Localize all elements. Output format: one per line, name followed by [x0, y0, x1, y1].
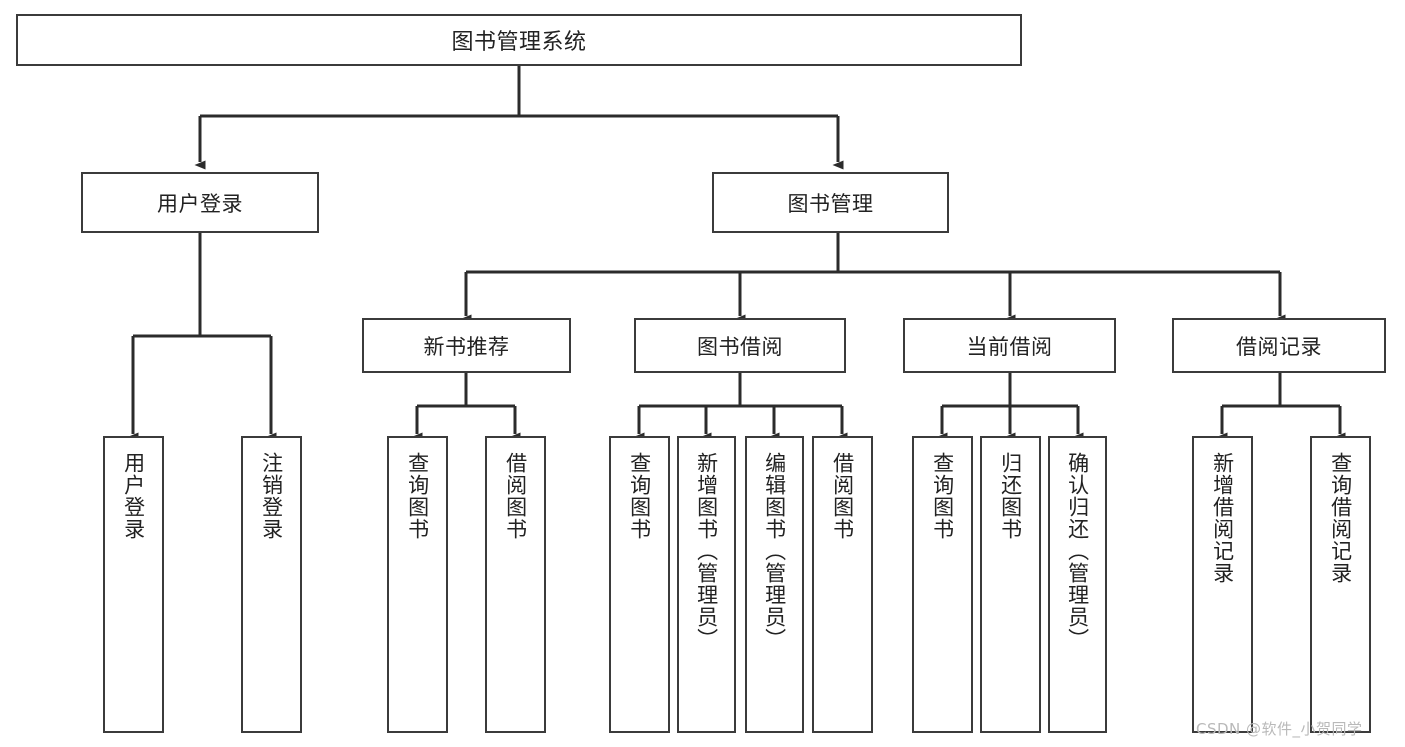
node-user-login-label: 用户登录	[157, 191, 243, 216]
node-leaf-query-book-3[interactable]: 查询图书	[912, 436, 973, 733]
node-leaf-return-book-label: 归还图书	[998, 452, 1023, 540]
node-leaf-borrow-book-1[interactable]: 借阅图书	[485, 436, 546, 733]
node-leaf-add-record-label: 新增借阅记录	[1210, 452, 1235, 584]
node-leaf-add-record[interactable]: 新增借阅记录	[1192, 436, 1253, 733]
watermark: CSDN @软件_小贺同学	[1196, 720, 1363, 738]
node-book-borrow-label: 图书借阅	[697, 334, 783, 359]
node-leaf-borrow-book-1-label: 借阅图书	[503, 452, 528, 540]
node-book-manage[interactable]: 图书管理	[712, 172, 949, 233]
node-leaf-query-book-1-label: 查询图书	[405, 452, 430, 540]
node-current-borrow-label: 当前借阅	[966, 334, 1053, 359]
node-book-manage-label: 图书管理	[787, 191, 874, 216]
node-leaf-query-record-label: 查询借阅记录	[1328, 452, 1353, 584]
node-leaf-query-book-2[interactable]: 查询图书	[609, 436, 670, 733]
node-root-label: 图书管理系统	[451, 30, 587, 55]
node-borrow-record-label: 借阅记录	[1236, 334, 1322, 359]
node-leaf-query-book-2-label: 查询图书	[627, 452, 652, 540]
node-root[interactable]: 图书管理系统	[16, 14, 1022, 66]
node-leaf-edit-book[interactable]: 编辑图书（管理员）	[745, 436, 804, 733]
node-leaf-confirm-return[interactable]: 确认归还（管理员）	[1048, 436, 1107, 733]
node-leaf-user-login[interactable]: 用户登录	[103, 436, 164, 733]
node-leaf-borrow-book-2-label: 借阅图书	[830, 452, 855, 540]
node-borrow-record[interactable]: 借阅记录	[1172, 318, 1386, 373]
node-leaf-logout[interactable]: 注销登录	[241, 436, 302, 733]
node-leaf-add-book-label: 新增图书（管理员）	[694, 452, 719, 650]
node-leaf-borrow-book-2[interactable]: 借阅图书	[812, 436, 873, 733]
node-book-borrow[interactable]: 图书借阅	[634, 318, 846, 373]
node-leaf-user-login-label: 用户登录	[121, 452, 146, 540]
node-leaf-confirm-return-label: 确认归还（管理员）	[1065, 452, 1090, 650]
node-leaf-logout-label: 注销登录	[259, 452, 284, 540]
node-leaf-return-book[interactable]: 归还图书	[980, 436, 1041, 733]
node-leaf-edit-book-label: 编辑图书（管理员）	[762, 452, 787, 650]
node-new-book-rec-label: 新书推荐	[423, 334, 510, 359]
node-leaf-add-book[interactable]: 新增图书（管理员）	[677, 436, 736, 733]
node-current-borrow[interactable]: 当前借阅	[903, 318, 1116, 373]
node-new-book-rec[interactable]: 新书推荐	[362, 318, 571, 373]
node-leaf-query-book-3-label: 查询图书	[930, 452, 955, 540]
node-user-login[interactable]: 用户登录	[81, 172, 319, 233]
node-leaf-query-record[interactable]: 查询借阅记录	[1310, 436, 1371, 733]
node-leaf-query-book-1[interactable]: 查询图书	[387, 436, 448, 733]
